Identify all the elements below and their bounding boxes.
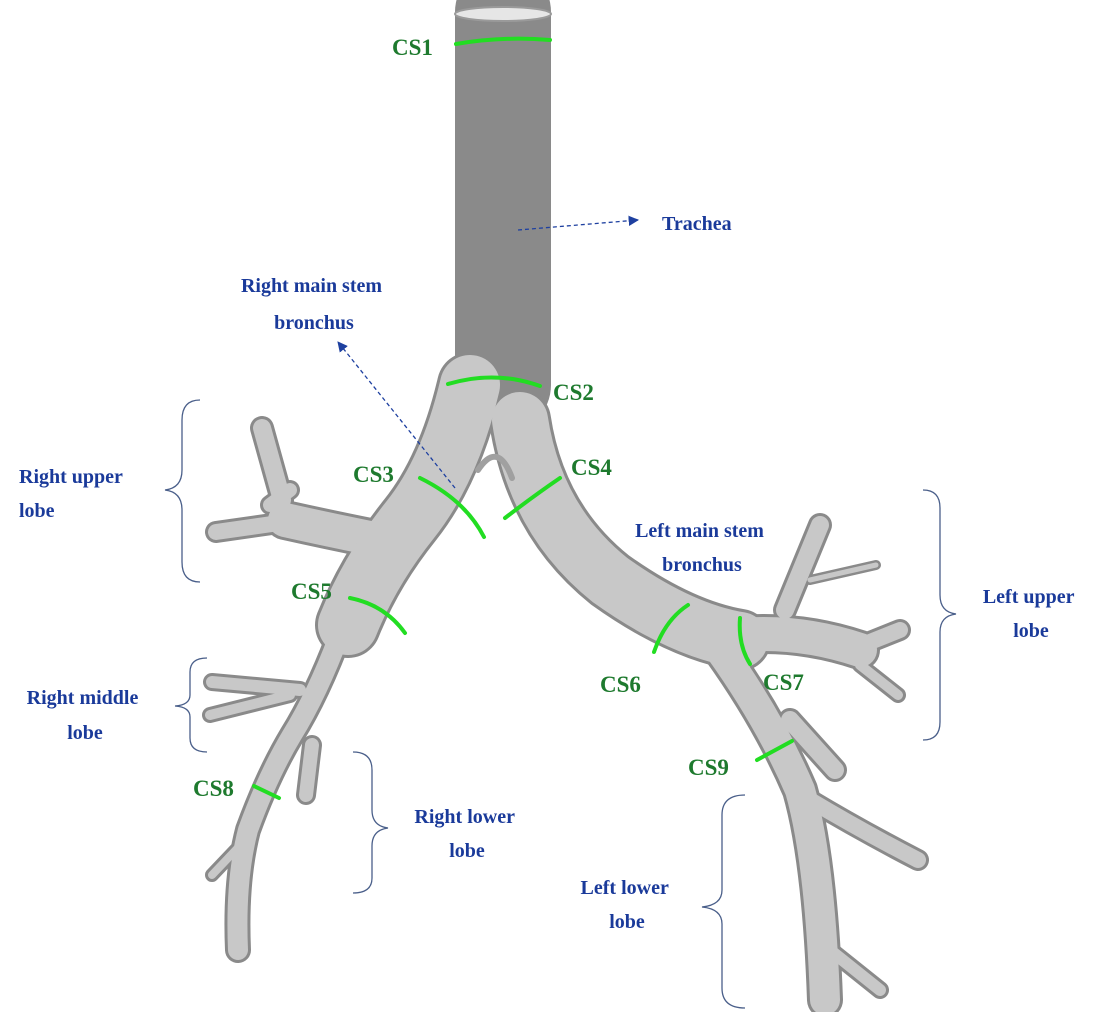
label-cs3: CS3 <box>353 462 394 487</box>
label-left-main-stem-line2: bronchus <box>662 554 742 576</box>
label-left-lower-lobe: Left lower lobe <box>581 877 674 933</box>
trachea-opening <box>455 7 551 21</box>
label-right-main-stem: Right main stem bronchus <box>241 275 387 334</box>
label-right-middle-lobe-line2: lobe <box>67 722 103 744</box>
label-cs1: CS1 <box>392 35 433 60</box>
label-right-lower-lobe-line1: Right lower <box>414 806 515 828</box>
label-cs2: CS2 <box>553 380 594 405</box>
label-left-lower-lobe-line2: lobe <box>609 911 645 933</box>
right-upper-lobe-bracket <box>165 400 200 582</box>
label-cs5: CS5 <box>291 579 332 604</box>
label-cs6: CS6 <box>600 672 641 697</box>
right-lower-lobe-bracket <box>353 752 388 893</box>
label-right-lower-lobe-line2: lobe <box>449 840 485 862</box>
label-right-upper-lobe-line1: Right upper <box>19 466 123 488</box>
label-right-middle-lobe: Right middle lobe <box>27 687 144 744</box>
label-left-lower-lobe-line1: Left lower <box>581 877 669 899</box>
label-cs4: CS4 <box>571 455 612 480</box>
label-trachea: Trachea <box>662 213 732 235</box>
label-right-upper-lobe: Right upper lobe <box>19 466 128 522</box>
airway-tree <box>210 7 918 1000</box>
label-left-main-stem-line1: Left main stem <box>635 520 764 542</box>
label-left-upper-lobe-line1: Left upper <box>983 586 1075 608</box>
left-lower-lobe-bracket <box>702 795 745 1008</box>
left-upper-lobe-bracket <box>923 490 956 740</box>
label-left-main-stem: Left main stem bronchus <box>635 520 769 576</box>
label-right-middle-lobe-line1: Right middle <box>27 687 139 709</box>
label-cs9: CS9 <box>688 755 729 780</box>
label-right-main-stem-line1: Right main stem <box>241 275 382 297</box>
label-left-upper-lobe-line2: lobe <box>1013 620 1049 642</box>
label-cs8: CS8 <box>193 776 234 801</box>
label-left-upper-lobe: Left upper lobe <box>983 586 1079 642</box>
label-right-lower-lobe: Right lower lobe <box>414 806 519 862</box>
right-middle-lobe-bracket <box>175 658 207 752</box>
label-right-main-stem-line2: bronchus <box>274 312 354 334</box>
label-right-upper-lobe-line2: lobe <box>19 500 55 522</box>
label-cs7: CS7 <box>763 670 804 695</box>
